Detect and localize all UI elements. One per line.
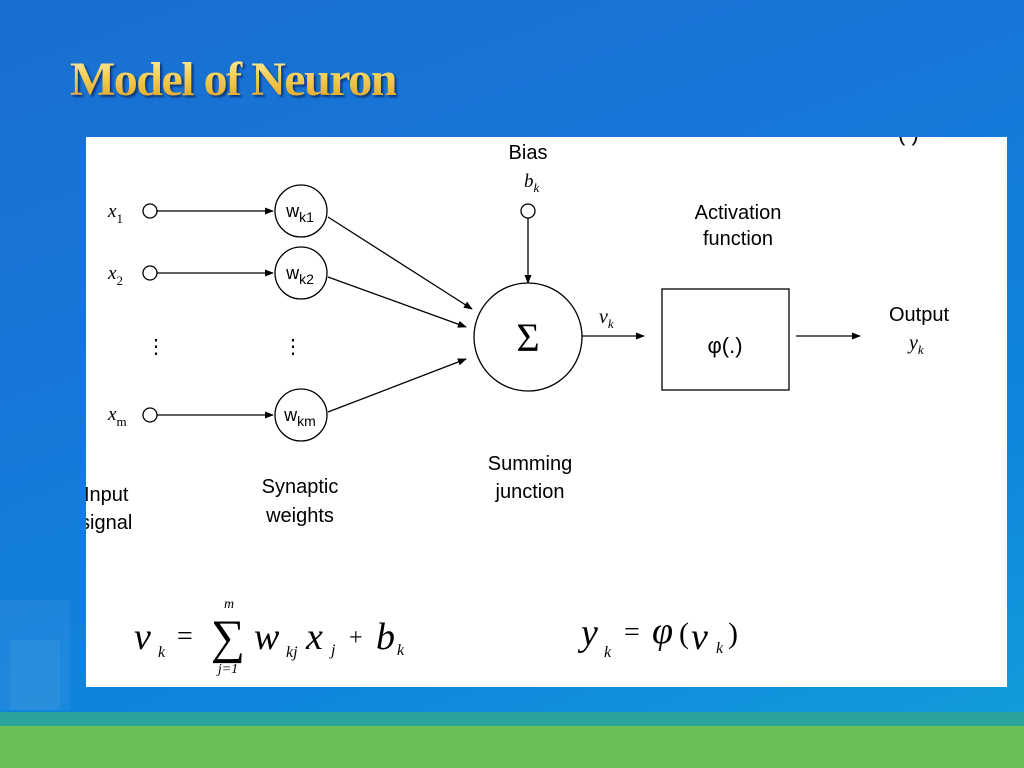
eq1-w: w xyxy=(254,616,280,658)
weight-to-sum-arrow xyxy=(327,358,467,413)
eq1-lhs-sub: k xyxy=(158,644,166,661)
corner-fragment: ( ) xyxy=(898,137,919,146)
background-decoration xyxy=(10,640,60,710)
eq1-sum-upper: m xyxy=(224,597,234,612)
v-variable: vk xyxy=(599,306,614,331)
input-node xyxy=(142,203,158,219)
input-signal-label-line2: signal xyxy=(86,512,132,534)
equation-output: y k = φ ( v k ) xyxy=(577,610,738,661)
eq1-equals: = xyxy=(177,621,193,652)
bias-label: Bias xyxy=(509,142,548,164)
input-x2: x2 xyxy=(107,263,274,288)
eq2-close-paren: ) xyxy=(728,617,738,650)
synaptic-weights-label-line1: Synaptic xyxy=(262,476,339,498)
weight-node xyxy=(274,246,328,300)
eq1-w-sub: kj xyxy=(286,644,298,661)
diagram-panel: ( ) x1 x2 xm ⋮ ⋮ wk1 wk2 xyxy=(86,137,1007,687)
summing-junction-node xyxy=(473,282,583,392)
eq1-x-sub: j xyxy=(329,642,336,659)
eq1-b: b xyxy=(376,616,395,658)
equation-weighted-sum: v k = m ∑ j=1 w kj x j + b k xyxy=(134,597,405,677)
eq1-b-sub: k xyxy=(397,642,405,659)
weight-ellipsis: ⋮ xyxy=(283,336,303,358)
eq1-x: x xyxy=(305,616,323,658)
summing-junction-label-line1: Summing xyxy=(488,453,572,475)
output-variable: yk xyxy=(907,332,924,357)
activation-label-line1: Activation xyxy=(695,202,782,224)
eq1-lhs: v xyxy=(134,616,151,658)
eq1-plus: + xyxy=(349,625,363,651)
eq2-lhs: y xyxy=(577,612,598,654)
background-decoration xyxy=(0,600,70,710)
weight-wk2: wk2 xyxy=(274,246,328,300)
eq2-v: v xyxy=(691,616,708,658)
weight-label: wk1 xyxy=(285,201,314,225)
input-ellipsis: ⋮ xyxy=(146,336,166,358)
summing-junction-label-line2: junction xyxy=(495,481,565,503)
eq2-lhs-sub: k xyxy=(604,644,612,661)
weight-node xyxy=(274,184,328,238)
weight-to-sum-arrow xyxy=(327,276,467,328)
neuron-diagram: ( ) x1 x2 xm ⋮ ⋮ wk1 wk2 xyxy=(86,137,949,677)
weight-label: wk2 xyxy=(285,263,314,287)
sum-symbol: Σ xyxy=(516,315,539,360)
footer-band-teal xyxy=(0,712,1024,726)
eq1-sum-symbol: ∑ xyxy=(211,611,245,664)
input-xm: xm xyxy=(107,404,274,429)
input-x1: x1 xyxy=(107,201,274,226)
slide-title: Model of Neuron xyxy=(70,53,397,106)
input-node xyxy=(142,407,158,423)
activation-symbol: φ(.) xyxy=(707,333,742,358)
weight-to-sum-arrow xyxy=(327,216,473,310)
input-variable: x2 xyxy=(107,263,123,288)
eq2-phi: φ xyxy=(652,610,673,652)
eq2-v-sub: k xyxy=(716,640,724,657)
input-node xyxy=(142,265,158,281)
bias-node xyxy=(520,203,536,219)
footer-band-green xyxy=(0,726,1024,768)
synaptic-weights-label-line2: weights xyxy=(265,505,334,527)
input-variable: xm xyxy=(107,404,127,429)
bias-variable: bk xyxy=(524,171,540,195)
weight-node xyxy=(274,388,328,442)
activation-box xyxy=(661,288,790,391)
weight-label: wkm xyxy=(283,405,316,429)
eq2-equals: = xyxy=(624,617,640,648)
activation-label-line2: function xyxy=(703,228,773,250)
output-label: Output xyxy=(889,304,949,326)
eq2-open-paren: ( xyxy=(679,617,689,650)
input-variable: x1 xyxy=(107,201,123,226)
input-signal-label-line1: Input xyxy=(86,484,129,506)
weight-wk1: wk1 xyxy=(274,184,328,238)
weight-wkm: wkm xyxy=(274,388,328,442)
eq1-sum-lower: j=1 xyxy=(216,662,238,677)
